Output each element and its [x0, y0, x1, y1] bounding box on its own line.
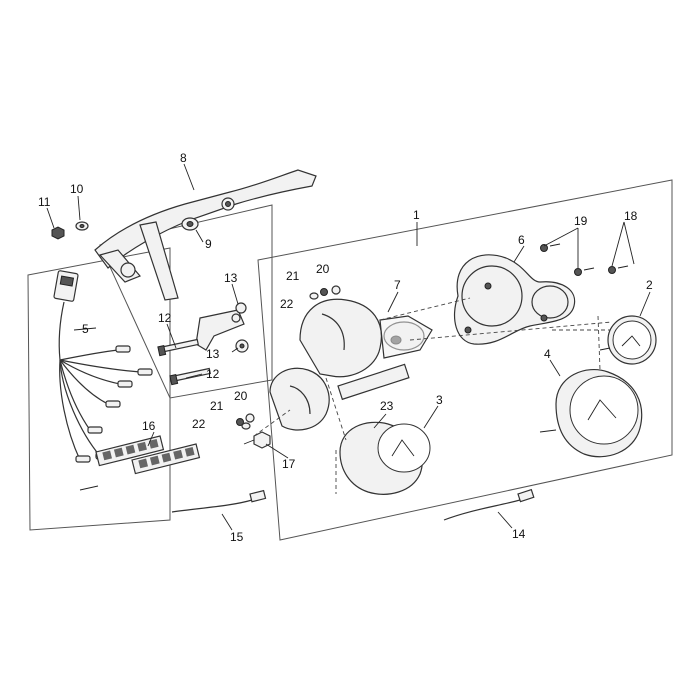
fastener-17: [243, 431, 271, 449]
callout-7: 7: [394, 278, 401, 292]
washer-10: [75, 221, 89, 231]
tachometer: [339, 421, 431, 495]
bolt-12-upper: [157, 338, 199, 357]
washer-21-upper: [320, 288, 328, 296]
washer-22-upper: [309, 292, 319, 300]
nut-11: [51, 226, 65, 240]
frame-bracket-group: [99, 204, 273, 399]
callout-20-lower: 20: [234, 389, 248, 403]
callout-22-upper: 22: [280, 297, 294, 311]
washer-20-lower: [245, 413, 255, 423]
callout-5: 5: [82, 322, 89, 336]
housing-cup-lower: [269, 363, 410, 431]
callout-11: 11: [38, 195, 51, 209]
instrument-housing: [299, 298, 433, 378]
frame-wiring-group: [27, 247, 171, 531]
callout-6: 6: [518, 233, 525, 247]
leader-lines: [46, 163, 651, 531]
callout-1: 1: [413, 208, 420, 222]
callout-18: 18: [624, 209, 638, 223]
bracket-arm: [94, 169, 317, 301]
callout-12-upper: 12: [158, 311, 172, 325]
wiring-harness: [53, 270, 153, 463]
warning-light-strips: [79, 435, 201, 491]
washer-21-lower: [236, 418, 244, 426]
callout-4: 4: [544, 347, 551, 361]
rubber-mount: [181, 217, 199, 231]
bolt-12-lower: [169, 367, 211, 386]
callout-21-upper: 21: [286, 269, 300, 283]
callout-2: 2: [646, 278, 653, 292]
callout-12-lower: 12: [206, 367, 220, 381]
callout-17: 17: [282, 457, 296, 471]
speedo-cable-14: [443, 488, 535, 521]
washer-20-upper: [331, 285, 341, 295]
callout-3: 3: [436, 393, 443, 407]
nut-13-upper: [235, 302, 247, 314]
assembly-guides: [253, 297, 613, 494]
callout-23: 23: [380, 399, 394, 413]
callout-14: 14: [512, 527, 526, 541]
frame-instrument-group: [257, 179, 673, 541]
callout-10: 10: [70, 182, 84, 196]
callout-9: 9: [205, 237, 212, 251]
tacho-cable-15: [171, 489, 267, 513]
callout-22-lower: 22: [192, 417, 206, 431]
nut-13-lower: [235, 339, 249, 353]
washer-22-lower: [241, 422, 251, 430]
callout-21-lower: 21: [210, 399, 224, 413]
callout-15: 15: [230, 530, 244, 544]
callout-19: 19: [574, 214, 588, 228]
callout-8: 8: [180, 151, 187, 165]
dash-panel: [453, 254, 576, 345]
speedometer: [539, 368, 643, 458]
small-gauge: [599, 315, 657, 365]
callout-20-upper: 20: [316, 262, 330, 276]
callout-13-upper: 13: [224, 271, 238, 285]
fasteners-18-19: [540, 243, 629, 276]
callout-16: 16: [142, 419, 156, 433]
callout-13-lower: 13: [206, 347, 220, 361]
